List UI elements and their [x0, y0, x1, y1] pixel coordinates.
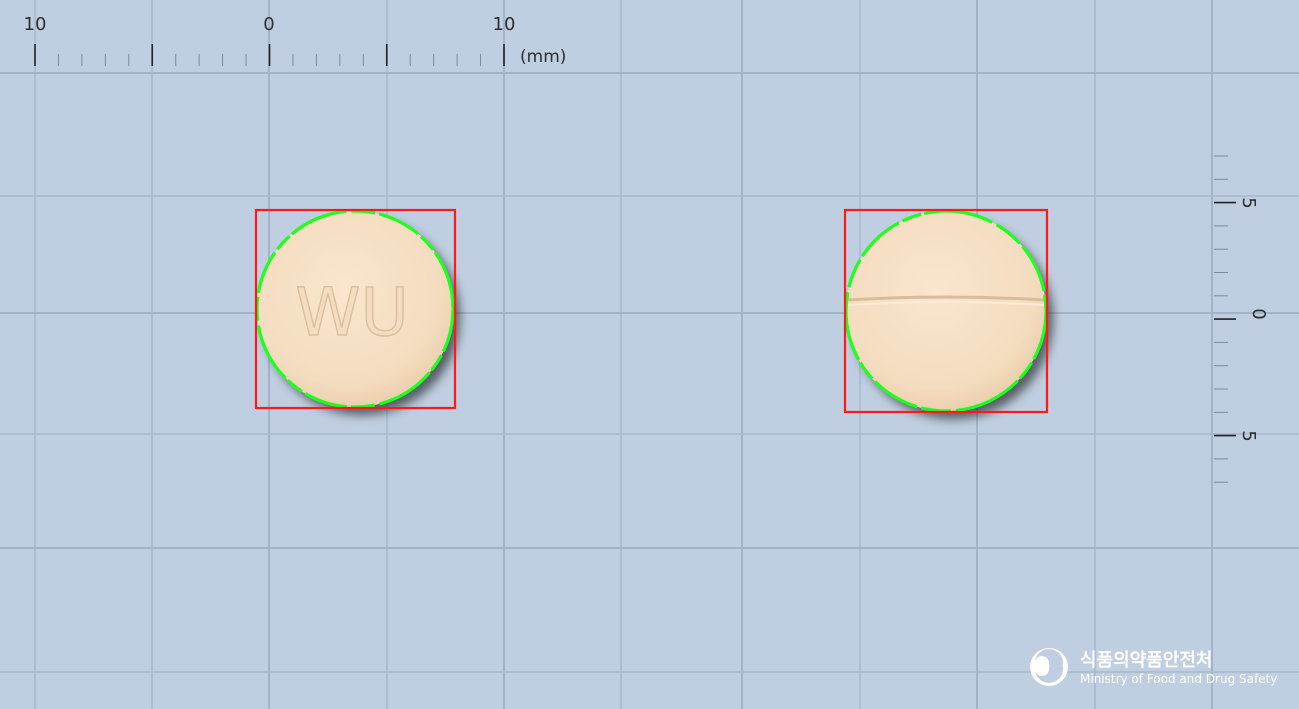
- tablet-back-score-line: [847, 295, 1045, 302]
- logo-korean-text: 식품의약품안전처: [1080, 649, 1212, 671]
- logo-english-text: Ministry of Food and Drug Safety: [1080, 672, 1277, 686]
- mfds-emblem-icon: [1030, 648, 1068, 686]
- mfds-logo: 식품의약품안전처 Ministry of Food and Drug Safet…: [1030, 648, 1277, 686]
- tablet-back-bounding-box: [843, 208, 1049, 414]
- ruler-top-label-left: 10: [24, 14, 47, 35]
- ruler-top-label-right: 10: [493, 14, 516, 35]
- ruler-right-label-zero: 0: [1248, 308, 1269, 319]
- ruler-right-label-bottom: 5: [1238, 430, 1259, 441]
- ruler-right-label-top: 5: [1238, 197, 1259, 208]
- tablet-front: WU: [254, 208, 457, 410]
- tablet-back-body: [846, 211, 1046, 411]
- tablet-front-bounding-box: [254, 208, 457, 410]
- ruler-top-label-zero: 0: [263, 14, 274, 35]
- tablet-back: [843, 208, 1049, 414]
- top-ruler: 10 0 10 (mm): [24, 14, 567, 67]
- tablet-front-imprint: WU: [295, 274, 409, 351]
- ruler-unit-label: (mm): [520, 47, 566, 67]
- tablet-back-score-highlight: [847, 301, 1045, 306]
- tablet-front-body: [257, 211, 453, 407]
- right-ruler: 5 0 5: [1214, 155, 1269, 483]
